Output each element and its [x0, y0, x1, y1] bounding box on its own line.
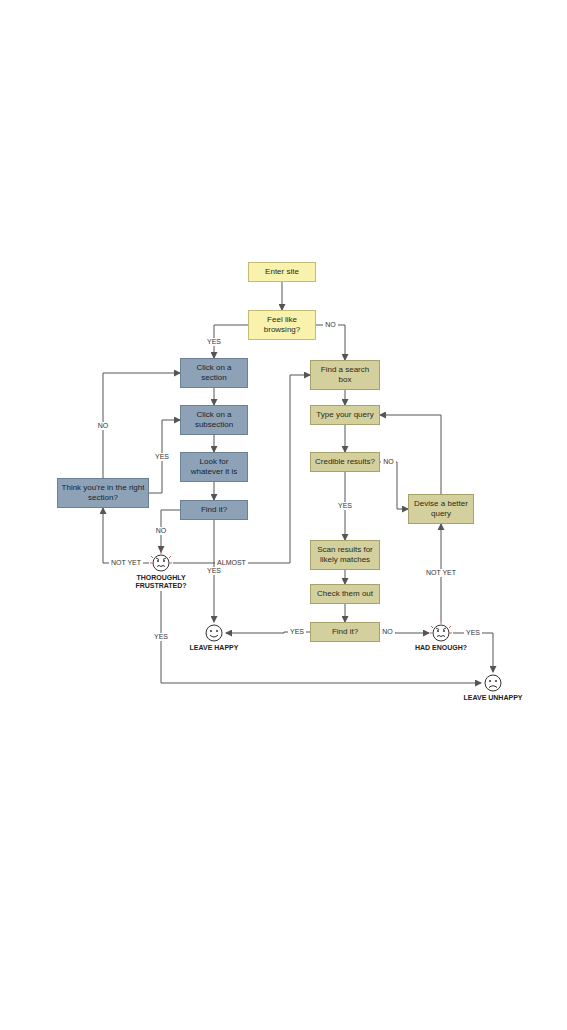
- decision-box: Feel like browsing?: [248, 310, 316, 340]
- frustrated-face: THOROUGHLY FRUSTRATED?: [130, 552, 192, 590]
- edge-label: YES: [464, 629, 482, 637]
- box-text: Find it?: [184, 505, 244, 515]
- flow-arrow: [453, 633, 493, 672]
- flow-arrow: [345, 390, 346, 405]
- flow-arrow: [103, 508, 149, 563]
- face-caption: THOROUGHLY FRUSTRATED?: [130, 574, 192, 590]
- decision-box: Credible results?: [310, 452, 380, 472]
- box-text: Scan results for likely matches: [314, 545, 376, 565]
- flow-arrow: [282, 282, 283, 310]
- edge-label: NO: [380, 628, 395, 636]
- edge-label: YES: [288, 628, 306, 636]
- decision-box: Find it?: [180, 500, 248, 520]
- process-box: Check them out: [310, 584, 380, 604]
- process-box: Click on a subsection: [180, 405, 248, 435]
- process-box: Type your query: [310, 405, 380, 425]
- flow-arrow: [345, 570, 346, 584]
- box-text: Think you're in the right section?: [61, 483, 145, 503]
- edge-label: YES: [152, 633, 170, 641]
- box-text: Type your query: [314, 410, 376, 420]
- face-caption: HAD ENOUGH?: [410, 644, 472, 652]
- edge-label: YES: [153, 453, 171, 461]
- face-icon: [150, 552, 172, 574]
- box-text: Enter site: [252, 267, 312, 277]
- edge-label: NO: [381, 458, 396, 466]
- flow-arrow: [380, 462, 408, 509]
- edge-label: NO: [96, 422, 111, 430]
- edge-label: NOT YET: [424, 569, 458, 577]
- flow-arrow: [316, 325, 345, 360]
- edge-label: YES: [205, 338, 223, 346]
- flow-arrow: [149, 420, 180, 493]
- box-text: Look for whatever it is: [184, 457, 244, 477]
- decision-box: Find it?: [310, 622, 380, 642]
- flow-arrow: [214, 388, 215, 405]
- box-text: Credible results?: [314, 457, 376, 467]
- edge-label: NOT YET: [109, 559, 143, 567]
- flow-arrow: [214, 482, 215, 500]
- flow-arrow: [345, 425, 346, 452]
- unhappy-face: LEAVE UNHAPPY: [462, 672, 524, 702]
- start-box: Enter site: [248, 262, 316, 282]
- process-box: Scan results for likely matches: [310, 540, 380, 570]
- face-caption: LEAVE UNHAPPY: [462, 694, 524, 702]
- decision-box: Think you're in the right section?: [57, 478, 149, 508]
- box-text: Check them out: [314, 589, 376, 599]
- happy-face: LEAVE HAPPY: [182, 622, 246, 652]
- edge-label: ALMOST: [215, 559, 248, 567]
- process-box: Devise a better query: [408, 494, 474, 524]
- flow-arrow: [161, 591, 481, 683]
- edge-label: NO: [154, 527, 169, 535]
- flow-arrow: [214, 435, 215, 452]
- flow-arrow: [103, 373, 180, 478]
- box-text: Find a search box: [314, 365, 376, 385]
- face-caption: LEAVE HAPPY: [182, 644, 246, 652]
- box-text: Feel like browsing?: [252, 315, 312, 335]
- edge-label: YES: [336, 502, 354, 510]
- flow-arrow: [173, 375, 310, 563]
- process-box: Click on a section: [180, 358, 248, 388]
- box-text: Find it?: [314, 627, 376, 637]
- process-box: Look for whatever it is: [180, 452, 248, 482]
- process-box: Find a search box: [310, 360, 380, 390]
- fed-up-face: HAD ENOUGH?: [410, 622, 472, 652]
- box-text: Click on a section: [184, 363, 244, 383]
- face-icon: [482, 672, 504, 694]
- face-icon: [430, 622, 452, 644]
- edge-label: YES: [205, 567, 223, 575]
- box-text: Devise a better query: [412, 499, 470, 519]
- face-icon: [203, 622, 225, 644]
- edge-label: NO: [323, 321, 338, 329]
- flow-arrow: [380, 415, 441, 494]
- box-text: Click on a subsection: [184, 410, 244, 430]
- flow-arrow: [345, 604, 346, 622]
